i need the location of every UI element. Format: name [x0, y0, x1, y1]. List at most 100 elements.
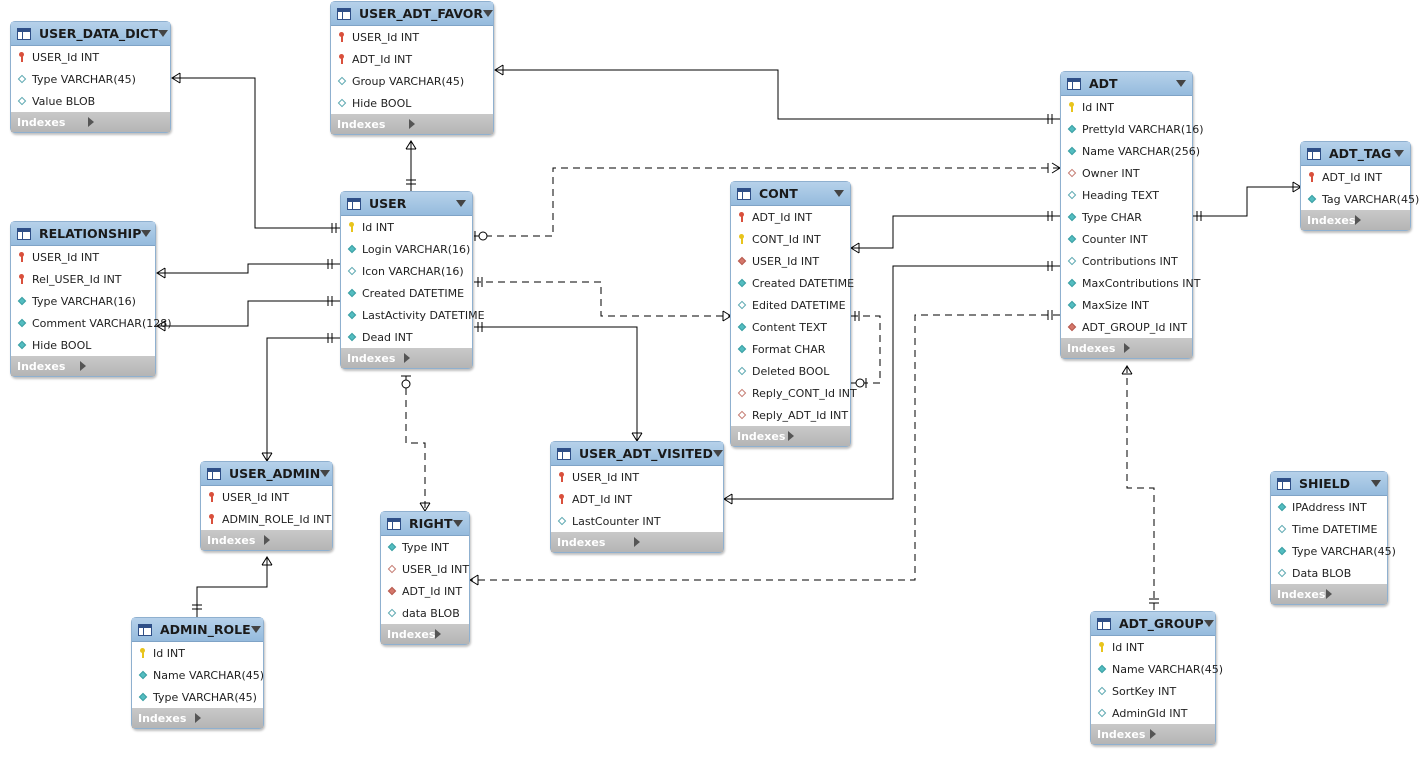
- table-header[interactable]: RELATIONSHIP: [11, 222, 155, 246]
- collapse-arrow-icon[interactable]: [157, 30, 168, 37]
- column-row[interactable]: ADT_Id INT: [551, 488, 723, 510]
- column-row[interactable]: Id INT: [132, 642, 263, 664]
- indexes-section[interactable]: Indexes: [331, 114, 493, 134]
- column-row[interactable]: Reply_CONT_Id INT: [731, 382, 857, 404]
- column-row[interactable]: LastCounter INT: [551, 510, 723, 532]
- expand-arrow-icon[interactable]: [1326, 589, 1381, 599]
- expand-arrow-icon[interactable]: [435, 629, 463, 639]
- column-row[interactable]: Rel_USER_Id INT: [11, 268, 155, 290]
- column-row[interactable]: PrettyId VARCHAR(16): [1061, 118, 1204, 140]
- column-row[interactable]: USER_Id INT: [11, 46, 170, 68]
- indexes-section[interactable]: Indexes: [341, 348, 472, 368]
- table-header[interactable]: ADT: [1061, 72, 1192, 96]
- column-row[interactable]: LastActivity DATETIME: [341, 304, 485, 326]
- expand-arrow-icon[interactable]: [194, 713, 258, 723]
- column-row[interactable]: Owner INT: [1061, 162, 1192, 184]
- column-row[interactable]: Type VARCHAR(45): [11, 68, 170, 90]
- column-row[interactable]: USER_Id INT: [381, 558, 469, 580]
- column-row[interactable]: Value BLOB: [11, 90, 170, 112]
- column-row[interactable]: Format CHAR: [731, 338, 850, 360]
- column-row[interactable]: USER_Id INT: [551, 466, 723, 488]
- expand-arrow-icon[interactable]: [787, 431, 845, 441]
- expand-arrow-icon[interactable]: [1355, 215, 1404, 225]
- column-row[interactable]: Reply_ADT_Id INT: [731, 404, 850, 426]
- column-row[interactable]: USER_Id INT: [201, 486, 332, 508]
- column-row[interactable]: data BLOB: [381, 602, 469, 624]
- collapse-arrow-icon[interactable]: [1176, 80, 1186, 87]
- indexes-section[interactable]: Indexes: [132, 708, 263, 728]
- collapse-arrow-icon[interactable]: [1394, 150, 1404, 157]
- column-row[interactable]: Created DATETIME: [731, 272, 854, 294]
- column-row[interactable]: Name VARCHAR(45): [1091, 658, 1223, 680]
- table-header[interactable]: SHIELD: [1271, 472, 1387, 496]
- collapse-arrow-icon[interactable]: [141, 230, 152, 237]
- collapse-arrow-icon[interactable]: [453, 520, 463, 527]
- column-row[interactable]: Icon VARCHAR(16): [341, 260, 472, 282]
- column-row[interactable]: Data BLOB: [1271, 562, 1387, 584]
- column-row[interactable]: MaxContributions INT: [1061, 272, 1200, 294]
- table-header[interactable]: RIGHT: [381, 512, 469, 536]
- collapse-arrow-icon[interactable]: [712, 450, 723, 457]
- column-row[interactable]: Time DATETIME: [1271, 518, 1387, 540]
- column-row[interactable]: MaxSize INT: [1061, 294, 1192, 316]
- column-row[interactable]: ADT_Id INT: [731, 206, 850, 228]
- table-header[interactable]: USER_ADT_FAVOR: [331, 2, 494, 26]
- indexes-section[interactable]: Indexes: [1271, 584, 1387, 604]
- column-row[interactable]: Content TEXT: [731, 316, 850, 338]
- column-row[interactable]: Hide BOOL: [331, 92, 493, 114]
- expand-arrow-icon[interactable]: [80, 361, 149, 371]
- collapse-arrow-icon[interactable]: [1203, 620, 1214, 627]
- column-row[interactable]: Comment VARCHAR(128): [11, 312, 172, 334]
- column-row[interactable]: Contributions INT: [1061, 250, 1192, 272]
- collapse-arrow-icon[interactable]: [456, 200, 466, 207]
- column-row[interactable]: Name VARCHAR(256): [1061, 140, 1200, 162]
- table-header[interactable]: USER: [341, 192, 472, 216]
- collapse-arrow-icon[interactable]: [483, 10, 494, 17]
- column-row[interactable]: ADMIN_ROLE_Id INT: [201, 508, 332, 530]
- indexes-section[interactable]: Indexes: [731, 426, 850, 446]
- table-header[interactable]: ADMIN_ROLE: [132, 618, 263, 642]
- expand-arrow-icon[interactable]: [263, 535, 327, 545]
- column-row[interactable]: Name VARCHAR(45): [132, 664, 264, 686]
- column-row[interactable]: Heading TEXT: [1061, 184, 1192, 206]
- indexes-section[interactable]: Indexes: [11, 356, 155, 376]
- expand-arrow-icon[interactable]: [87, 117, 165, 127]
- column-row[interactable]: AdminGId INT: [1091, 702, 1215, 724]
- expand-arrow-icon[interactable]: [634, 537, 717, 547]
- expand-arrow-icon[interactable]: [1150, 729, 1209, 739]
- column-row[interactable]: ADT_Id INT: [1301, 166, 1410, 188]
- table-header[interactable]: ADT_TAG: [1301, 142, 1410, 166]
- column-row[interactable]: Type VARCHAR(16): [11, 290, 155, 312]
- indexes-section[interactable]: Indexes: [1301, 210, 1410, 230]
- expand-arrow-icon[interactable]: [1123, 343, 1187, 353]
- indexes-section[interactable]: Indexes: [201, 530, 332, 550]
- column-row[interactable]: Hide BOOL: [11, 334, 155, 356]
- column-row[interactable]: Dead INT: [341, 326, 472, 348]
- indexes-section[interactable]: Indexes: [1091, 724, 1215, 744]
- column-row[interactable]: USER_Id INT: [731, 250, 850, 272]
- column-row[interactable]: Type INT: [381, 536, 469, 558]
- column-row[interactable]: Counter INT: [1061, 228, 1192, 250]
- collapse-arrow-icon[interactable]: [1371, 480, 1381, 487]
- column-row[interactable]: USER_Id INT: [331, 26, 493, 48]
- column-row[interactable]: Login VARCHAR(16): [341, 238, 472, 260]
- column-row[interactable]: Type VARCHAR(45): [132, 686, 263, 708]
- column-row[interactable]: Id INT: [1091, 636, 1215, 658]
- column-row[interactable]: Type CHAR: [1061, 206, 1192, 228]
- column-row[interactable]: Id INT: [341, 216, 472, 238]
- column-row[interactable]: USER_Id INT: [11, 246, 155, 268]
- column-row[interactable]: Type VARCHAR(45): [1271, 540, 1396, 562]
- column-row[interactable]: Created DATETIME: [341, 282, 472, 304]
